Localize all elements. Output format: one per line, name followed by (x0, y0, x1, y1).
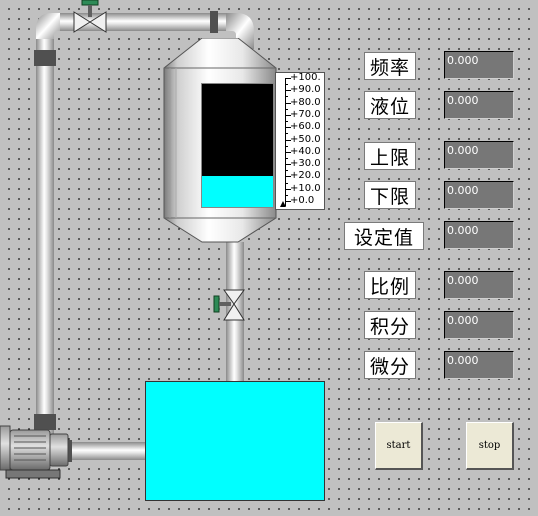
scale-major-tick (285, 201, 291, 202)
setpoint-value-field[interactable]: 0.000 (444, 221, 514, 249)
setpoint-label: 设定值 (344, 222, 424, 250)
valve-handle-icon (81, 0, 99, 6)
integral-label: 积分 (364, 311, 416, 339)
scale-minor-tick (285, 194, 288, 196)
water-reservoir (145, 381, 325, 501)
valve-handle-icon (213, 295, 220, 313)
integral-value-field[interactable]: 0.000 (444, 311, 514, 339)
pump-motor-icon (0, 425, 69, 479)
scale-tick-label: +0.0 (290, 195, 315, 206)
proportional-label: 比例 (364, 271, 416, 299)
pipe-elbow-top-right (226, 13, 254, 49)
scale-tick-label: +50.0 (290, 133, 321, 145)
tank-level-window (201, 83, 274, 208)
scale-tick-label: +90.0 (290, 84, 321, 96)
proportional-value-field[interactable]: 0.000 (444, 271, 514, 299)
scale-major-tick (285, 90, 291, 92)
scale-major-tick (285, 164, 291, 166)
tank-water-fill (202, 176, 273, 207)
scale-tick-label: +80.0 (290, 96, 321, 108)
upper-limit-label: 上限 (364, 142, 416, 170)
scale-tick-label: +40.0 (290, 145, 321, 157)
scale-major-tick (285, 114, 291, 116)
level-scale: +100.+90.0+80.0+70.0+60.0+50.0+40.0+30.0… (275, 72, 325, 210)
lower-limit-value-field[interactable]: 0.000 (444, 181, 514, 209)
start-button[interactable]: start (375, 422, 423, 470)
scale-tick-label: +20.0 (290, 170, 321, 182)
scale-minor-tick (285, 182, 288, 184)
scale-tick-label: +100. (290, 72, 321, 83)
scale-pointer-icon (280, 201, 286, 207)
scale-minor-tick (285, 108, 288, 110)
left-vertical-pipe (36, 34, 54, 434)
scale-minor-tick (285, 121, 288, 123)
scale-major-tick (285, 102, 291, 104)
pipe-coupling (34, 414, 56, 430)
pipe-coupling (34, 50, 56, 66)
inlet-valve[interactable] (70, 0, 110, 40)
pump-outlet-pipe (66, 442, 146, 460)
scale-tick-label: +70.0 (290, 108, 321, 120)
scale-tick-label: +30.0 (290, 158, 321, 170)
pipe-elbow-top-left (36, 13, 60, 39)
scale-minor-tick (285, 133, 288, 135)
scale-major-tick (285, 188, 291, 190)
pipe-coupling (210, 11, 218, 33)
stop-button[interactable]: stop (466, 422, 514, 470)
level-label: 液位 (364, 91, 416, 119)
frequency-value-field[interactable]: 0.000 (444, 51, 514, 79)
derivative-value-field[interactable]: 0.000 (444, 351, 514, 379)
scale-major-tick (285, 78, 291, 79)
scale-minor-tick (285, 157, 288, 159)
scale-minor-tick (285, 96, 288, 98)
scale-major-tick (285, 139, 291, 141)
scale-major-tick (285, 151, 291, 153)
lower-limit-label: 下限 (364, 181, 416, 209)
frequency-label: 频率 (364, 52, 416, 80)
level-value-field[interactable]: 0.000 (444, 91, 514, 119)
scale-minor-tick (285, 170, 288, 172)
scale-major-tick (285, 176, 291, 178)
scale-tick-label: +60.0 (290, 121, 321, 133)
scale-major-tick (285, 127, 291, 129)
outlet-valve[interactable] (212, 286, 252, 326)
scale-minor-tick (285, 145, 288, 147)
derivative-label: 微分 (364, 351, 416, 379)
upper-limit-value-field[interactable]: 0.000 (444, 141, 514, 169)
scale-tick-label: +10.0 (290, 182, 321, 194)
scale-minor-tick (285, 84, 288, 86)
